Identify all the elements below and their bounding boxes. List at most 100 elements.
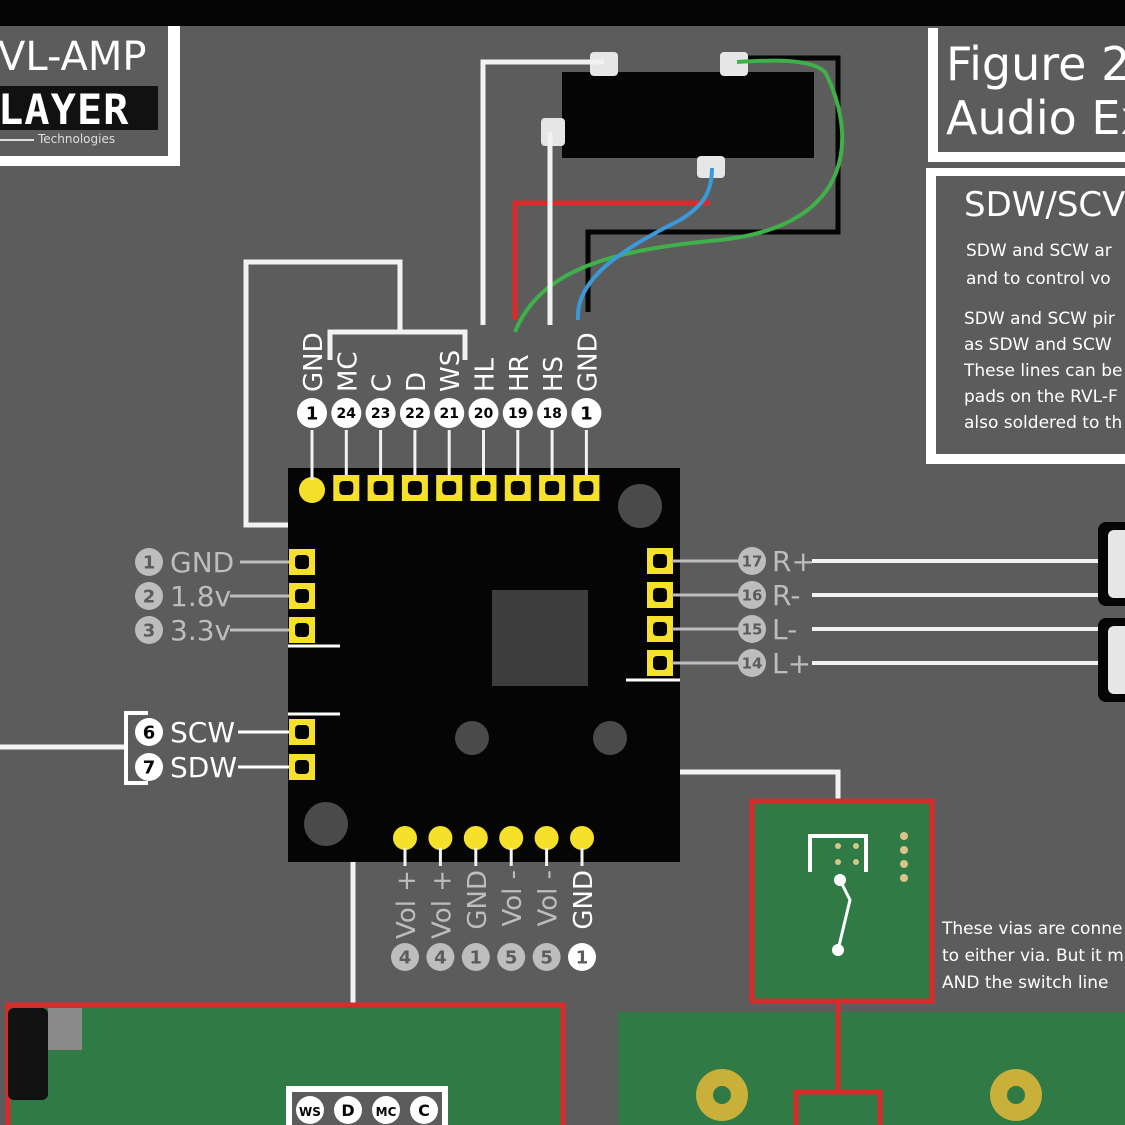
control-bracket	[124, 711, 148, 785]
pad-hole	[579, 481, 594, 495]
pin-number: 6	[143, 722, 156, 743]
note-line: AND the switch line	[942, 973, 1109, 993]
pin-number-badge	[434, 398, 465, 428]
pad-hole	[510, 481, 525, 495]
pad-hole	[373, 481, 388, 495]
connector-pin	[410, 1096, 438, 1124]
bottom-pin-label: Vol +	[427, 870, 457, 939]
solder-dot	[534, 826, 559, 850]
pin-number: 5	[540, 947, 553, 968]
info-line: also soldered to th	[964, 413, 1122, 433]
amp-module	[288, 468, 680, 862]
pin-number-badge	[135, 616, 163, 644]
pin-number: 14	[742, 654, 763, 672]
solder-dot	[463, 826, 488, 850]
top-strip	[0, 0, 1125, 26]
connector-pin	[296, 1096, 324, 1124]
pin-number: 18	[542, 406, 561, 422]
info-line: and to control vo	[966, 269, 1111, 289]
pad-hole	[407, 481, 422, 495]
top-pin-label: C	[368, 374, 398, 392]
pad-hole	[295, 760, 309, 774]
top-pin-label: D	[402, 372, 432, 392]
right-pin-label: R-	[772, 579, 800, 612]
top-pin-label: MC	[333, 351, 363, 392]
left-pin-label: 3.3v	[170, 614, 231, 647]
pin-number: 1	[580, 403, 593, 424]
solder-dot	[428, 826, 453, 850]
bottom-pin-label: Vol -	[534, 870, 564, 927]
pin-number: 1	[306, 403, 319, 424]
figure-title-line2: Audio Ex	[946, 91, 1125, 145]
pin-number-badge	[135, 548, 163, 576]
pad-hole	[653, 588, 667, 602]
left-pin-label: 1.8v	[170, 580, 231, 613]
info-line: SDW and SCW ar	[966, 241, 1112, 261]
headphone-jack	[541, 52, 841, 312]
info-line: These lines can be	[963, 361, 1122, 381]
left-pin-label: GND	[170, 546, 234, 579]
connector-pin-label: MC	[376, 1105, 397, 1119]
logo-sub: Technologies	[37, 132, 115, 146]
pin-number-badge	[135, 753, 163, 781]
right-pin-label: L+	[772, 647, 811, 680]
blue-wire	[575, 167, 714, 321]
pin-number-badge	[468, 398, 499, 428]
speaker-connectors	[1098, 522, 1125, 702]
info-line: SDW and SCW pir	[964, 309, 1115, 329]
pin-number-badge	[135, 582, 163, 610]
pad-hole	[339, 481, 354, 495]
pin-number-badge	[461, 943, 490, 971]
pin-number: 24	[337, 406, 357, 422]
info-box: SDW/SCV SDW and SCW ar and to control vo…	[926, 168, 1125, 464]
bottom-pin-label: Vol +	[392, 870, 422, 939]
note-line: to either via. But it m	[942, 946, 1124, 966]
connector-pin-label: C	[418, 1101, 430, 1120]
pin-number: 16	[742, 586, 763, 604]
pin-number-badge	[391, 943, 419, 971]
connector-pin-label: D	[341, 1101, 354, 1120]
pin-number-badge	[537, 398, 568, 428]
pin-number-badge	[738, 649, 766, 677]
pad-hole	[295, 555, 309, 569]
solder-dot	[499, 826, 524, 850]
bottom-right-pcb	[618, 1001, 1125, 1125]
pin-number: 23	[371, 406, 390, 422]
connector-pin	[372, 1096, 400, 1124]
pad-hole	[653, 656, 667, 670]
control-pin-label: SCW	[170, 716, 235, 749]
switch-pcb-inset	[749, 798, 935, 1004]
pin-number-badge	[497, 943, 526, 971]
top-pin-label: WS	[436, 350, 466, 392]
pad-hole	[545, 481, 560, 495]
pin-number: 1	[576, 947, 589, 968]
pin-number: 20	[474, 406, 494, 422]
pad-hole	[295, 725, 309, 739]
bottom-left-pcb	[5, 1002, 566, 1125]
right-pin-label: R+	[772, 545, 815, 578]
connector-pin	[334, 1096, 362, 1124]
green-wire	[513, 58, 845, 333]
pin-number-badge	[738, 615, 766, 643]
pin-number: 5	[505, 947, 518, 968]
pin-number: 19	[508, 406, 527, 422]
vias-note: These vias are conne to either via. But …	[941, 919, 1124, 993]
pin-number: 17	[742, 552, 763, 570]
pad-hole	[295, 623, 309, 637]
top-pin-label: HL	[471, 357, 501, 392]
pad-hole	[653, 554, 667, 568]
pin-number-badge	[297, 398, 327, 428]
pin-number-badge	[365, 398, 396, 428]
pin-number: 7	[143, 757, 156, 778]
info-line: as SDW and SCW	[964, 335, 1112, 355]
bottom-pin-label: GND	[463, 870, 493, 930]
pin-number: 1	[470, 947, 483, 968]
pin-number-badge	[571, 398, 602, 428]
info-heading: SDW/SCV	[964, 185, 1125, 225]
pin-number: 3	[143, 620, 156, 641]
